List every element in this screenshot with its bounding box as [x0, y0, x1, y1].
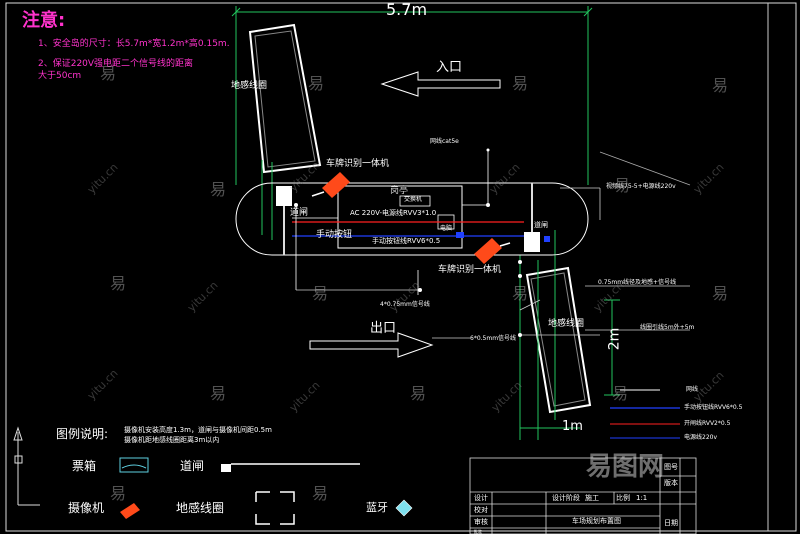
power-right-label: 视频线75-5+电源线220v	[606, 183, 676, 190]
watermark-small-15: 易	[312, 484, 329, 503]
tb-stage-value: 施工	[585, 494, 599, 502]
notes-item-2-line-1: 2、保证220V强电距二个信号线的距离	[38, 59, 194, 69]
tb-stage: 设计阶段	[552, 494, 580, 502]
kiosk-label: 岗亭	[390, 186, 409, 196]
title-block	[469, 457, 697, 534]
exit-arrow	[309, 332, 434, 358]
manual-button-label: 手动按钮	[316, 230, 353, 240]
entrance-label: 入口	[436, 60, 463, 75]
network-top-label: 网线cat5e	[430, 138, 459, 145]
watermark-small-4: 易	[712, 76, 729, 95]
legend-ticket-box-symbol	[119, 457, 149, 473]
legend-line-power: 电源线220v	[684, 434, 718, 441]
tb-check: 校对	[474, 506, 488, 514]
watermark-small-11: 易	[210, 384, 227, 403]
dimension-length	[231, 6, 593, 185]
camera-top	[311, 172, 350, 198]
watermark-small-12: 易	[410, 384, 427, 403]
watermark-small-2: 易	[308, 74, 325, 93]
manual-cable-label: 手动按钮线RVV6*0.5	[372, 237, 441, 245]
legend-barrier-label: 道闸	[180, 459, 205, 473]
entrance-arrow	[380, 71, 501, 97]
legend-barrier-symbol	[221, 463, 360, 472]
notes-title: 注意:	[22, 10, 66, 31]
tb-scale-value: 1:1	[636, 494, 648, 502]
camera-top-label: 车牌识别一体机	[326, 159, 390, 169]
barrier-bottom-label: 道闸	[534, 221, 548, 229]
legend-note-1: 摄像机安装高度1.3m，道闸与摄像机间距0.5m	[124, 426, 272, 434]
camera-bottom-label: 车牌识别一体机	[438, 265, 502, 275]
pc-label: 电脑	[440, 225, 453, 232]
legend-bluetooth-label: 蓝牙	[366, 501, 388, 514]
camera-bottom	[474, 238, 511, 264]
barrier-bottom	[524, 183, 540, 252]
switch-label: 交换机	[404, 196, 423, 203]
tb-scale-label: 比例	[616, 494, 630, 502]
dimension-width-label: 2m	[606, 327, 623, 351]
legend-line-manual: 手动按钮线RVV6*0.5	[684, 404, 743, 411]
watermark-small-8: 易	[312, 284, 329, 303]
legend-bluetooth-symbol	[395, 499, 413, 517]
notes-item-1: 1、安全岛的尺寸：长5.7m*宽1.2m*高0.15m.	[38, 39, 230, 49]
watermark-small-10: 易	[712, 284, 729, 303]
legend-loop-symbol	[255, 491, 295, 525]
exit-label: 出口	[370, 321, 397, 336]
kiosk-box	[337, 185, 463, 249]
watermark-small-1: 易	[100, 64, 117, 83]
legend-camera-label: 摄像机	[68, 501, 105, 515]
legend-loop-label: 地感线圈	[176, 501, 225, 515]
tb-row-a: 图号	[664, 463, 678, 471]
legend-title: 图例说明:	[56, 427, 109, 441]
legend-line-barrier: 开闸线RVV2*0.5	[684, 420, 731, 427]
safety-island	[235, 182, 589, 256]
cable-right-1-label: 0.75mm线径及地感+信号线	[598, 279, 677, 286]
dimension-length-label: 5.7m	[386, 0, 428, 19]
watermark-brand: 易图网	[586, 452, 665, 482]
tb-row-b: 版本	[664, 479, 678, 487]
tb-design: 设计	[474, 494, 488, 502]
watermark-small-3: 易	[512, 74, 529, 93]
legend-camera-symbol	[120, 503, 140, 519]
loop-top-label: 地感线圈	[231, 81, 268, 91]
legend-note-2: 摄像机距地感线圈距离3m以内	[124, 436, 220, 444]
ac-cable-label: AC 220V-电源线RVV3*1.0	[350, 209, 437, 217]
ground-loop-bottom	[525, 266, 592, 414]
legend-ticket-label: 票箱	[72, 459, 97, 473]
cable-right-2-label: 线圈引线5m外+5m	[640, 324, 695, 331]
legend-line-network: 网线	[686, 386, 699, 393]
notes-item-2-line-2: 大于50cm	[38, 71, 82, 81]
tb-review: 审核	[474, 518, 488, 526]
legend-color-lines	[599, 151, 691, 439]
cable-6-label: 6*0.5mm信号线	[470, 335, 517, 342]
tb-row-c: 日期	[664, 519, 678, 527]
barrier-top-label: 道闸	[290, 208, 309, 218]
watermark-small-13: 易	[612, 384, 629, 403]
dimension-small-label: 1m	[562, 419, 583, 434]
ground-loop-top	[248, 23, 322, 174]
watermark-small-5: 易	[210, 180, 227, 199]
watermark-small-9: 易	[512, 284, 529, 303]
drawing-border	[5, 2, 797, 532]
loop-bottom-label: 地感线圈	[548, 319, 585, 329]
watermark-small-6: 易	[614, 176, 631, 195]
barrier-top	[276, 186, 292, 255]
watermark-small-14: 易	[110, 484, 127, 503]
cables	[292, 150, 690, 339]
watermark-small-7: 易	[110, 274, 127, 293]
tb-approve: 批准	[474, 529, 482, 534]
cable-left-label: 4*0.75mm信号线	[380, 301, 430, 308]
tb-drawing-name: 车场规划布置图	[572, 517, 621, 525]
